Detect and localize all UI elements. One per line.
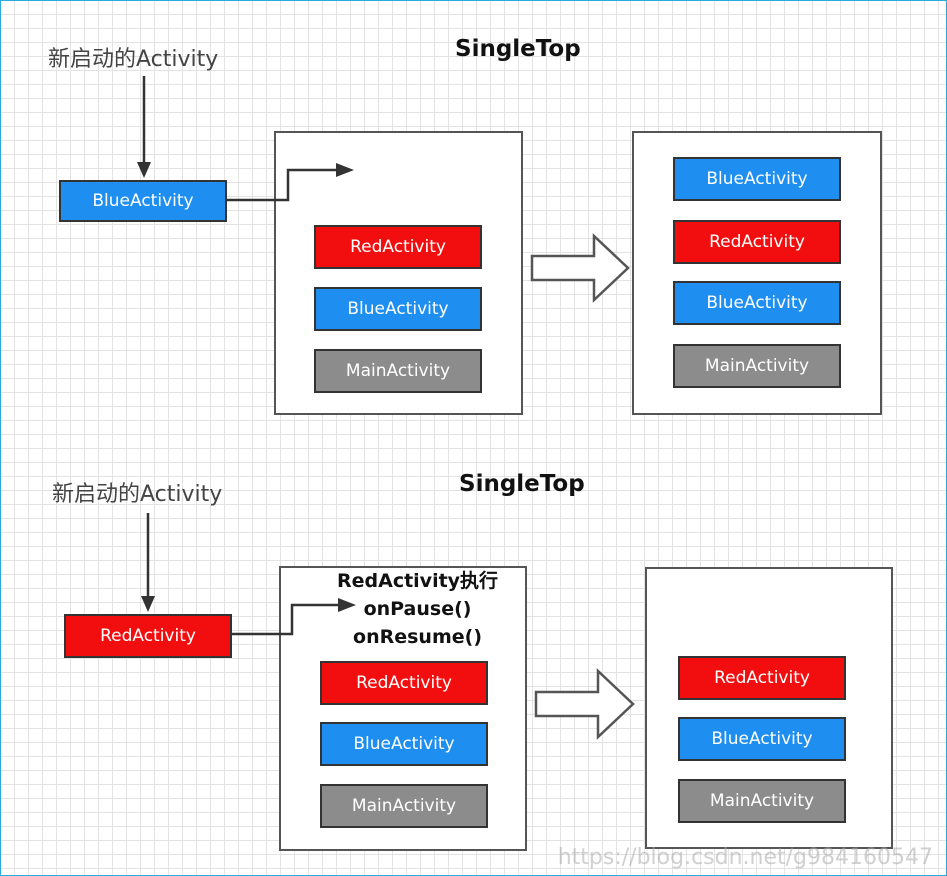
bottom-callback-note: RedActivity执行 onPause() onResume() — [337, 567, 498, 651]
top-transition-arrow — [530, 233, 630, 303]
top-before-stack-item: BlueActivity — [314, 287, 482, 331]
top-down-arrow — [137, 76, 151, 178]
bottom-before-stack-item: RedActivity — [320, 661, 488, 705]
bottom-after-stack-item: MainActivity — [678, 779, 846, 823]
bottom-launch-caption: 新启动的Activity — [52, 482, 223, 507]
note-line: RedActivity执行 — [337, 570, 499, 592]
bottom-launched-activity: RedActivity — [64, 614, 232, 658]
note-line: onResume() — [353, 626, 483, 648]
top-title: SingleTop — [455, 36, 581, 62]
top-after-stack-item: RedActivity — [673, 220, 841, 264]
bottom-after-stack-item: RedActivity — [678, 656, 846, 700]
top-push-arrow — [227, 163, 354, 202]
bottom-before-stack-item: MainActivity — [320, 784, 488, 828]
top-before-stack-item: MainActivity — [314, 349, 482, 393]
bottom-after-stack-item: BlueActivity — [678, 717, 846, 761]
top-before-stack-item: RedActivity — [314, 225, 482, 269]
bottom-down-arrow — [141, 513, 155, 612]
note-line: onPause() — [363, 598, 472, 620]
watermark: https://blog.csdn.net/g984160547 — [557, 845, 933, 870]
bottom-title: SingleTop — [459, 471, 585, 497]
bottom-transition-arrow — [534, 668, 635, 740]
bottom-push-arrow — [232, 598, 356, 636]
top-after-stack-item: MainActivity — [673, 344, 841, 388]
top-after-stack-item: BlueActivity — [673, 281, 841, 325]
top-launch-caption: 新启动的Activity — [48, 47, 219, 72]
top-after-stack-item: BlueActivity — [673, 157, 841, 201]
top-launched-activity: BlueActivity — [59, 180, 227, 222]
bottom-before-stack-item: BlueActivity — [320, 722, 488, 766]
